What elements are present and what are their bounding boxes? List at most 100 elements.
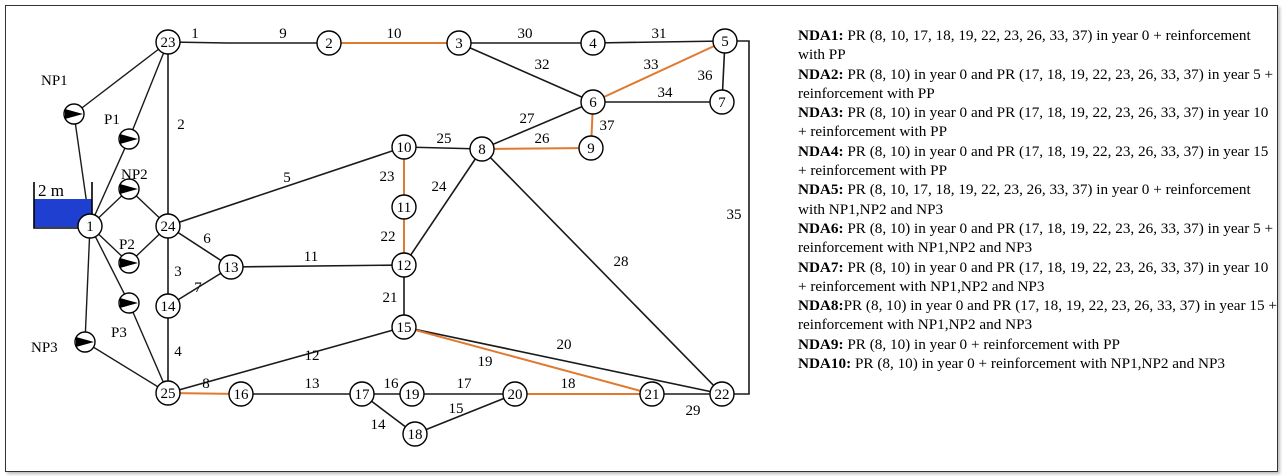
node-25: 25 (155, 380, 181, 406)
node-circle (402, 421, 428, 447)
legend-key: NDA8: (798, 297, 844, 315)
node-circle (391, 252, 417, 278)
pipe-label-15: 15 (449, 401, 464, 417)
node-label: 1 (86, 219, 94, 235)
pump-np2: NP2 (118, 167, 148, 200)
pump-label: P3 (111, 325, 127, 341)
pipe-label-30: 30 (518, 26, 533, 42)
legend-text: PR (8, 10) in year 0 and PR (17, 18, 19,… (798, 258, 1269, 295)
pipe-20 (403, 326, 723, 395)
legend-key: NDA6: (798, 219, 844, 237)
pipe-26 (481, 147, 592, 150)
legend-item: NDA9: PR (8, 10) in year 0 + reinforceme… (798, 335, 1280, 354)
legend-text: PR (8, 10, 17, 18, 19, 22, 23, 26, 33, 3… (798, 181, 1251, 218)
pipe-label-35: 35 (727, 207, 742, 223)
pipe-label-19: 19 (478, 354, 493, 370)
node-19: 19 (399, 381, 425, 407)
node-8: 8 (469, 136, 495, 162)
legend-key: NDA10: (798, 355, 852, 373)
pump-arrow-icon (120, 298, 138, 308)
legend-key: NDA5: (798, 181, 844, 199)
pipe-24 (403, 148, 483, 266)
node-label: 9 (587, 141, 595, 157)
pump-p1: P1 (104, 112, 140, 150)
node-20: 20 (502, 381, 528, 407)
pipe-32 (458, 42, 594, 103)
node-1: 1 (77, 213, 103, 239)
node-circle (391, 314, 417, 340)
node-21: 21 (639, 381, 665, 407)
node-circle (228, 381, 254, 407)
pipe-label-1: 1 (191, 26, 199, 42)
pump-label: NP1 (41, 73, 68, 89)
node-4: 4 (580, 30, 606, 56)
node-24: 24 (155, 213, 181, 239)
pump-p3: P3 (111, 292, 140, 341)
pipe-label-14: 14 (371, 417, 387, 433)
legend-text: PR (8, 10) in year 0 and PR (17, 18, 19,… (798, 104, 1269, 141)
node-label: 20 (508, 387, 523, 403)
node-label: 2 (325, 36, 333, 52)
pipe-label-37: 37 (600, 118, 616, 134)
legend-key: NDA3: (798, 104, 844, 122)
node-circle (77, 213, 103, 239)
legend-key: NDA9: (798, 335, 844, 353)
pump-np3: NP3 (31, 331, 96, 356)
pipe-label-17: 17 (457, 376, 473, 392)
node-circle (399, 381, 425, 407)
pipe-label-4: 4 (174, 344, 182, 360)
reservoir-label: 2 m (38, 181, 64, 200)
node-circle (349, 381, 375, 407)
node-circle (155, 293, 181, 319)
node-circle (580, 89, 606, 115)
node-9: 9 (578, 135, 604, 161)
node-circle (639, 381, 665, 407)
legend-key: NDA4: (798, 142, 844, 160)
node-22: 22 (709, 381, 735, 407)
node-circle (502, 381, 528, 407)
node-label: 18 (408, 427, 423, 443)
pipe-label-2: 2 (177, 117, 185, 133)
node-16: 16 (228, 381, 254, 407)
node-label: 10 (397, 140, 412, 156)
node-7: 7 (709, 89, 735, 115)
pipe-label-22: 22 (381, 229, 396, 245)
pump-arrow-icon (120, 134, 138, 144)
node-3: 3 (446, 30, 472, 56)
legend-text: PR (8, 10) in year 0 and PR (17, 18, 19,… (798, 65, 1274, 102)
pump-label: NP3 (31, 340, 58, 356)
pipe-label-20: 20 (557, 337, 572, 353)
node-14: 14 (155, 293, 181, 319)
pipe-label-29: 29 (686, 403, 701, 419)
legend-item: NDA8:PR (8, 10) in year 0 and PR (17, 18… (798, 296, 1280, 335)
node-circle (391, 134, 417, 160)
pipe-27 (481, 101, 594, 150)
pipes-layer (167, 40, 750, 435)
node-label: 3 (455, 36, 463, 52)
pump-arrow-icon (120, 258, 138, 268)
node-circle (218, 254, 244, 280)
node-label: 11 (397, 200, 411, 216)
pipe-12 (167, 326, 405, 394)
pipe-5 (167, 146, 405, 227)
pipe-label-28: 28 (614, 254, 629, 270)
reservoir-tank (33, 182, 93, 229)
legend-item: NDA7: PR (8, 10) in year 0 and PR (17, 1… (798, 258, 1280, 297)
legend-key: NDA1: (798, 27, 844, 44)
legend-item: NDA1: PR (8, 10, 17, 18, 19, 22, 23, 26,… (798, 26, 1280, 65)
pipe-label-11: 11 (304, 249, 318, 265)
node-label: 19 (405, 387, 420, 403)
legend-item: NDA6: PR (8, 10) in year 0 and PR (17, 1… (798, 219, 1280, 258)
node-label: 5 (721, 34, 729, 50)
pipe-28 (481, 148, 723, 395)
node-label: 13 (224, 260, 239, 276)
legend-item: NDA4: PR (8, 10) in year 0 and PR (17, 1… (798, 142, 1280, 181)
pipe-label-31: 31 (652, 26, 667, 42)
legend-text: PR (8, 10) in year 0 and PR (17, 18, 19,… (798, 297, 1277, 334)
node-circle (580, 30, 606, 56)
pipe-label-7: 7 (194, 280, 202, 296)
node-circle (709, 89, 735, 115)
node-label: 16 (234, 387, 250, 403)
node-circle (155, 213, 181, 239)
